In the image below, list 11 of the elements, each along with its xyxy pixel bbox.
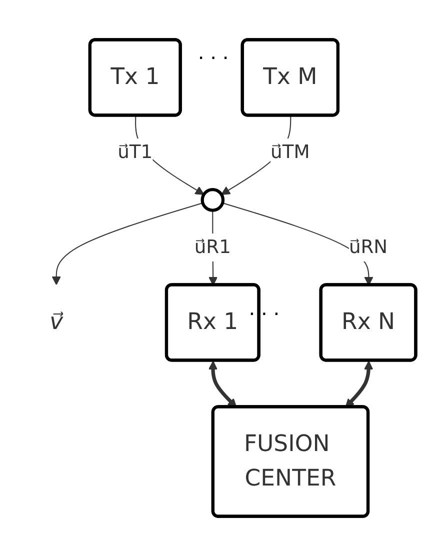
arrow bbox=[345, 360, 374, 408]
edge-label: u⃗R1 bbox=[194, 236, 231, 258]
arrow bbox=[208, 360, 237, 408]
node-circle bbox=[200, 188, 225, 212]
edge-label: u⃗TM bbox=[270, 142, 310, 164]
edge-label: u⃗T1 bbox=[118, 142, 153, 164]
node-text: v⃗ bbox=[50, 310, 64, 336]
edge-label: u⃗RN bbox=[348, 236, 388, 258]
ellipsis: . . . bbox=[198, 38, 229, 65]
arrow bbox=[52, 202, 203, 286]
ellipsis: . . . bbox=[248, 294, 280, 321]
